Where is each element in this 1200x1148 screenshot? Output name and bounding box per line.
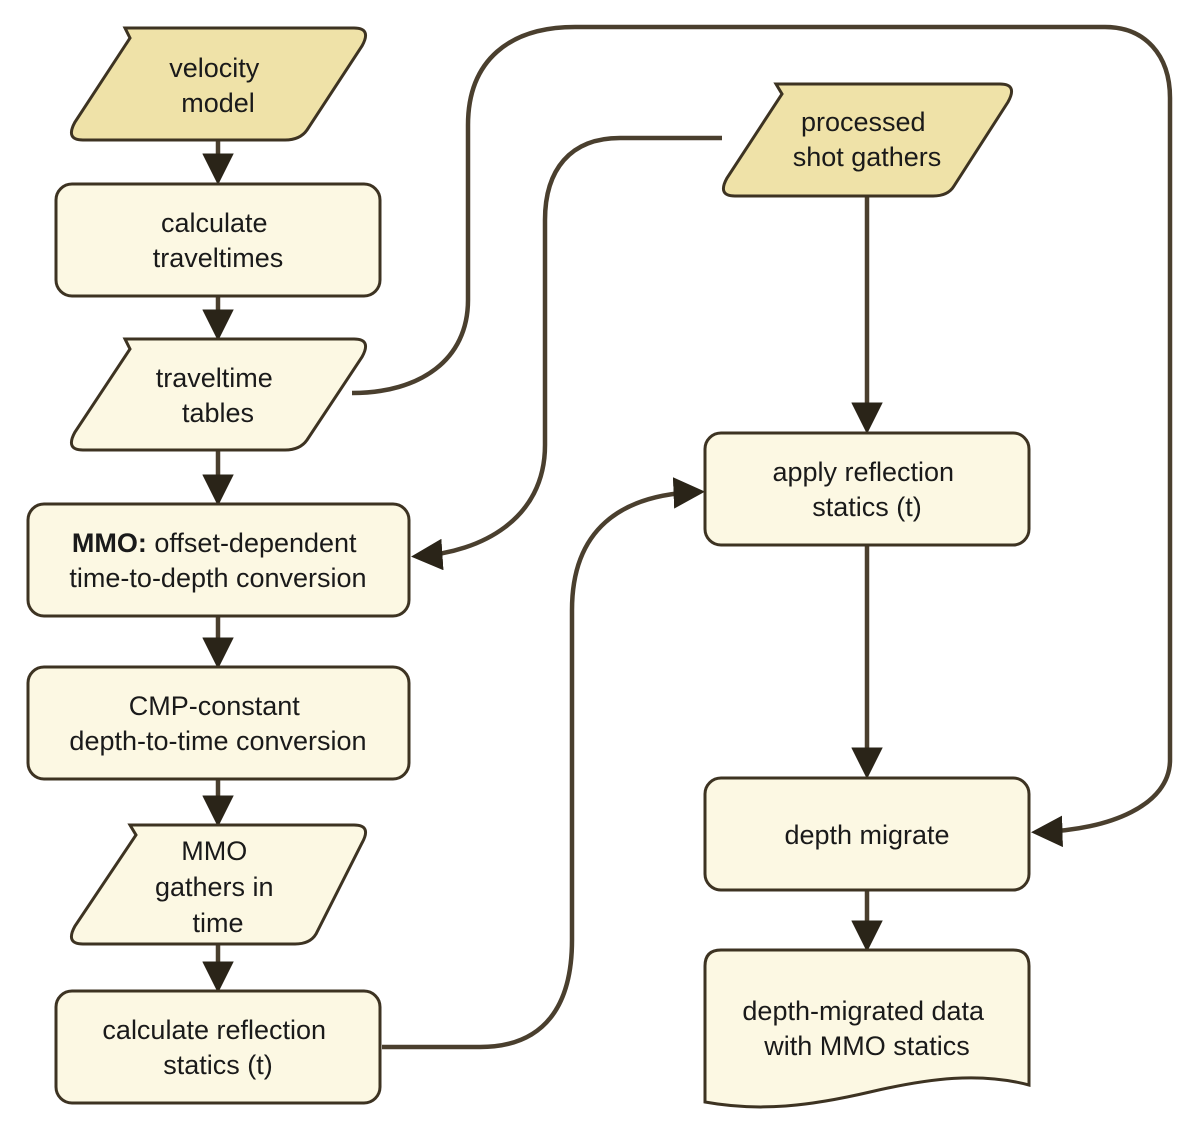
arrow-tables-to-migrate — [351, 24, 1173, 848]
migrated-data-node: depth-migrated data with MMO statics — [703, 948, 1031, 1109]
arrow-shot-to-mmo — [411, 135, 722, 571]
arrow-statics-to-apply — [382, 477, 705, 1050]
mmo-gathers-shape — [69, 823, 368, 946]
traveltime-tables-line-2: tables — [182, 398, 254, 428]
mmo-label-bold: MMO: — [72, 528, 147, 558]
apply-statics-line-2: statics (t) — [812, 492, 922, 522]
velocity-model-line-2: model — [181, 88, 255, 118]
mmo-gathers-node: MMO gathers in time — [69, 823, 368, 946]
svg-text:velocity model: velocity model — [169, 53, 267, 118]
velocity-model-node: velocity model — [69, 26, 368, 142]
calc-traveltimes-node: calculate traveltimes — [54, 182, 382, 298]
mmo-conversion-node: MMO: offset-dependent time-to-depth conv… — [26, 502, 411, 618]
depth-migrate-shape — [703, 776, 1031, 892]
depth-migrate-node: depth migrate — [703, 776, 1031, 892]
mmo-label-rest: offset-dependent — [147, 528, 357, 558]
velocity-model-shape — [69, 26, 368, 142]
svg-text:apply reflection statics: apply reflection statics (t) — [772, 457, 961, 522]
shot-gathers-line-1: processed — [801, 107, 926, 137]
svg-text:calculate reflection sta: calculate reflection statics (t) — [102, 1015, 333, 1080]
svg-text:calculate traveltimes: calculate traveltimes — [153, 208, 284, 273]
calc-statics-node: calculate reflection statics (t) — [54, 989, 382, 1105]
svg-text:MMO: offset-dependent ti: MMO: offset-dependent time-to-depth conv… — [69, 528, 366, 593]
svg-text:processed shot gathers: processed shot gathers — [793, 107, 942, 172]
cmp-conversion-line-2: depth-to-time conversion — [69, 726, 366, 756]
traveltime-tables-node: traveltime tables — [69, 337, 368, 452]
svg-text:CMP-constant depth-to-ti: CMP-constant depth-to-time conversion — [69, 691, 366, 756]
calc-statics-shape — [54, 989, 382, 1105]
shot-gathers-line-2: shot gathers — [793, 142, 942, 172]
apply-statics-node: apply reflection statics (t) — [703, 431, 1031, 547]
svg-text:depth-migrated data with: depth-migrated data with MMO statics — [742, 996, 991, 1061]
migrated-data-line-2: with MMO statics — [763, 1031, 970, 1061]
apply-statics-line-1: apply reflection — [772, 457, 954, 487]
calc-traveltimes-shape — [54, 182, 382, 298]
mmo-gathers-line-2: gathers in — [155, 872, 274, 902]
svg-text:depth migrate: depth migrate — [784, 820, 949, 850]
svg-text:MMO gathers in tim: MMO gathers in time — [155, 836, 281, 938]
calc-statics-line-2: statics (t) — [163, 1050, 273, 1080]
shot-gathers-shape — [721, 82, 1014, 198]
calc-traveltimes-line-2: traveltimes — [153, 243, 284, 273]
apply-statics-shape — [703, 431, 1031, 547]
cmp-conversion-line-1: CMP-constant — [129, 691, 301, 721]
depth-migrate-label: depth migrate — [784, 820, 949, 850]
cmp-conversion-node: CMP-constant depth-to-time conversion — [26, 665, 411, 781]
migrated-data-line-1: depth-migrated data — [742, 996, 985, 1026]
svg-text:traveltime tables: traveltime tables — [156, 363, 281, 428]
calc-statics-line-1: calculate reflection — [102, 1015, 326, 1045]
traveltime-tables-shape — [69, 337, 368, 452]
mmo-gathers-line-3: time — [192, 908, 243, 938]
traveltime-tables-line-1: traveltime — [156, 363, 273, 393]
velocity-model-line-1: velocity — [169, 53, 260, 83]
calc-traveltimes-line-1: calculate — [161, 208, 268, 238]
mmo-conversion-shape — [26, 502, 411, 618]
shot-gathers-node: processed shot gathers — [721, 82, 1014, 198]
migrated-data-shape — [703, 948, 1031, 1109]
cmp-conversion-shape — [26, 665, 411, 781]
mmo-conversion-line-2: time-to-depth conversion — [69, 563, 366, 593]
mmo-gathers-line-1: MMO — [181, 836, 247, 866]
